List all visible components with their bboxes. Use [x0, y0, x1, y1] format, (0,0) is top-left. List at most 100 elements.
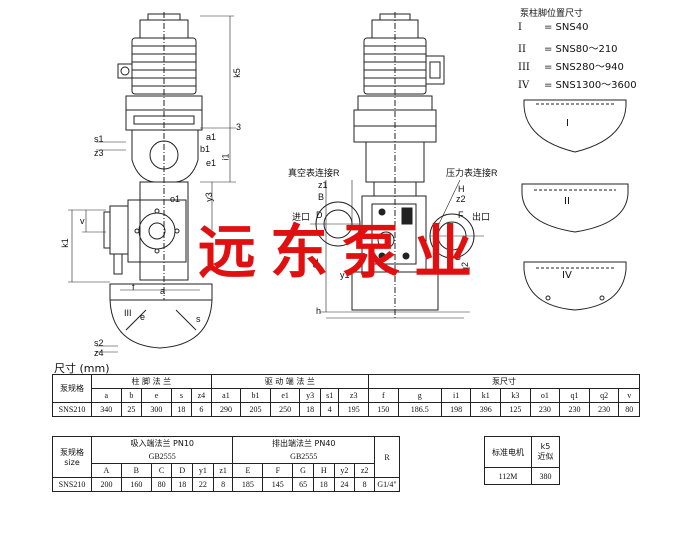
t1-val: 6 — [191, 402, 212, 417]
t2-suction-std: GB2555 — [90, 450, 234, 464]
t1-col: a — [91, 388, 122, 403]
left-pump-body — [103, 12, 213, 349]
label-D: D — [316, 210, 323, 220]
t1-col: z3 — [338, 388, 369, 403]
label-z2: z2 — [456, 194, 466, 204]
t1-val: 125 — [500, 402, 531, 417]
label-z1: z1 — [318, 180, 328, 190]
t1-col: b1 — [240, 388, 271, 403]
t3-k5: 380 — [531, 467, 560, 485]
t2-val: 65 — [292, 477, 314, 492]
label-three: 3 — [236, 122, 242, 132]
legend-num: IV — [518, 80, 530, 91]
t2-col: y1 — [192, 463, 214, 478]
t1-val: 18 — [299, 402, 321, 417]
t1-val: 198 — [440, 402, 472, 417]
label-k5: k5 — [231, 68, 242, 78]
t1-val: 230 — [588, 402, 620, 417]
t1-val: 230 — [529, 402, 561, 417]
label-o1: o1 — [170, 194, 181, 204]
t2-val: 160 — [120, 477, 152, 492]
t2-val: 24 — [333, 477, 356, 492]
label-s1: s1 — [94, 134, 104, 144]
t2-val: 18 — [171, 477, 194, 492]
middle-motor — [357, 13, 445, 111]
t1-col: q2 — [588, 388, 620, 403]
t1-col: b — [120, 388, 143, 403]
unit-title: 尺寸 (mm) — [54, 362, 110, 375]
dimension-table-1: 泵规格 柱 脚 法 兰 驱 动 端 法 兰 泵尺寸 a b e s z4 a1 … — [52, 374, 641, 417]
label-foot-II: II — [564, 196, 570, 207]
t2-col: y2 — [333, 463, 356, 478]
foot-position-II — [521, 183, 629, 233]
t1-model: SNS210 — [52, 402, 92, 417]
legend-num: III — [518, 62, 530, 73]
t2-col: z1 — [212, 463, 234, 478]
t2-val: 80 — [150, 477, 173, 492]
t1-group-pump: 泵尺寸 — [367, 374, 641, 389]
t1-val: 396 — [470, 402, 502, 417]
legend-row-3: III = SNS280～940 — [518, 58, 624, 73]
legend-row-2: II= SNS80～210 — [518, 40, 618, 55]
label-F: F — [458, 210, 464, 220]
table-row: SNS210 340 25 300 18 6 290 205 250 18 4 … — [52, 402, 640, 417]
t1-col: v — [618, 388, 640, 403]
t1-col: o1 — [529, 388, 561, 403]
t1-val: 300 — [141, 402, 172, 417]
label-e1: e1 — [206, 158, 217, 168]
t3-motor-header: 标准电机 — [484, 436, 532, 468]
legend-num: II — [518, 44, 526, 55]
t1-col: f — [367, 388, 399, 403]
t2-col: F — [262, 463, 294, 478]
label-inlet: 进口 — [292, 212, 311, 222]
t1-col: e — [141, 388, 172, 403]
watermark-text: 远东泵业 — [198, 218, 487, 286]
t1-col: z4 — [191, 388, 212, 403]
t2-val: 22 — [192, 477, 214, 492]
t1-col: s — [170, 388, 193, 403]
label-B: B — [318, 192, 325, 202]
t2-col: G — [292, 463, 314, 478]
label-f: f — [132, 282, 135, 292]
t2-col: A — [91, 463, 122, 478]
label-s: s — [196, 314, 201, 324]
t3-k5-sub: 近似 — [537, 452, 554, 461]
label-i1: i1 — [220, 153, 231, 161]
label-pressure: 压力表连接R — [446, 168, 498, 178]
t1-group-foot: 柱 脚 法 兰 — [91, 374, 212, 389]
t1-col: k1 — [470, 388, 502, 403]
t2-discharge-header: 排出端法兰 PN40 — [232, 436, 375, 450]
t1-val: 150 — [367, 402, 399, 417]
t2-col: C — [150, 463, 173, 478]
t2-col-R: R — [374, 436, 400, 478]
t1-val: 25 — [120, 402, 143, 417]
legend-text: = SNS1300～3600 — [544, 80, 637, 91]
label-y3: y3 — [203, 192, 214, 202]
t2-col: E — [232, 463, 264, 478]
t1-val: 186.5 — [397, 402, 442, 417]
t1-col: y3 — [299, 388, 321, 403]
t1-col: e1 — [269, 388, 301, 403]
left-motor — [117, 13, 203, 111]
t1-val: 195 — [338, 402, 369, 417]
t1-group-drive: 驱 动 端 法 兰 — [210, 374, 369, 389]
t2-col: D — [171, 463, 194, 478]
t2-suction-header: 吸入端法兰 PN10 — [90, 436, 234, 450]
label-b1: b1 — [200, 144, 211, 154]
foot-position-IV — [523, 261, 627, 311]
t2-val: 18 — [312, 477, 335, 492]
legend-title: 泵柱脚位置尺寸 — [520, 9, 584, 19]
label-outlet: 出口 — [472, 212, 491, 222]
t2-col: H — [312, 463, 335, 478]
legend-num: I — [518, 22, 522, 33]
t3-motor: 112M — [484, 467, 532, 485]
t2-model: SNS210 — [52, 477, 92, 492]
t2-val: 145 — [262, 477, 294, 492]
label-a1: a1 — [206, 132, 217, 142]
t1-val: 18 — [170, 402, 193, 417]
legend-text: = SNS280～940 — [544, 62, 624, 73]
t1-model-header: 泵规格 — [52, 374, 92, 403]
